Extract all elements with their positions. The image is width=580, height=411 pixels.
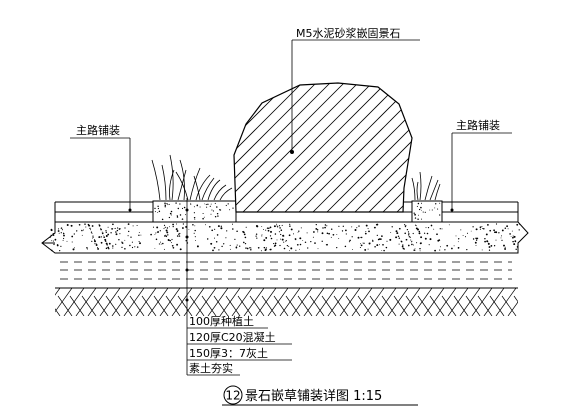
layer-callouts: 100厚种植土 120厚C20混凝土 150厚3：7灰土 素土夯实 — [187, 314, 292, 376]
grass-tuft-right — [411, 171, 441, 201]
lime-soil-layer — [55, 252, 518, 289]
concrete-layer — [41, 221, 529, 254]
layer-label-planting-soil: 100厚种植土 — [189, 314, 254, 328]
planting-soil-pocket-left — [152, 200, 237, 223]
left-paving-label: 主路铺装 — [76, 124, 120, 137]
landscape-stone — [233, 82, 413, 213]
title-text: 景石嵌草铺装详图 1:15 — [245, 389, 382, 404]
right-paving-callout: 主路铺装 — [450, 119, 512, 212]
compacted-soil-layer — [55, 287, 518, 316]
grass-tuft-left — [151, 154, 233, 201]
title-number: 12 — [225, 389, 240, 403]
planting-soil-pocket-right — [411, 200, 443, 223]
drawing-title: 12 景石嵌草铺装详图 1:15 — [222, 385, 418, 406]
layer-label-lime-soil: 150厚3：7灰土 — [189, 346, 268, 360]
layer-leader-line — [185, 198, 189, 375]
left-paving-callout: 主路铺装 — [70, 124, 132, 212]
layer-label-compacted-soil: 素土夯实 — [189, 361, 233, 375]
right-paving-label: 主路铺装 — [456, 119, 500, 132]
stone-label: M5水泥砂浆嵌固景石 — [296, 26, 401, 40]
stone-callout: M5水泥砂浆嵌固景石 — [290, 26, 420, 154]
layer-label-concrete: 120厚C20混凝土 — [189, 330, 276, 344]
